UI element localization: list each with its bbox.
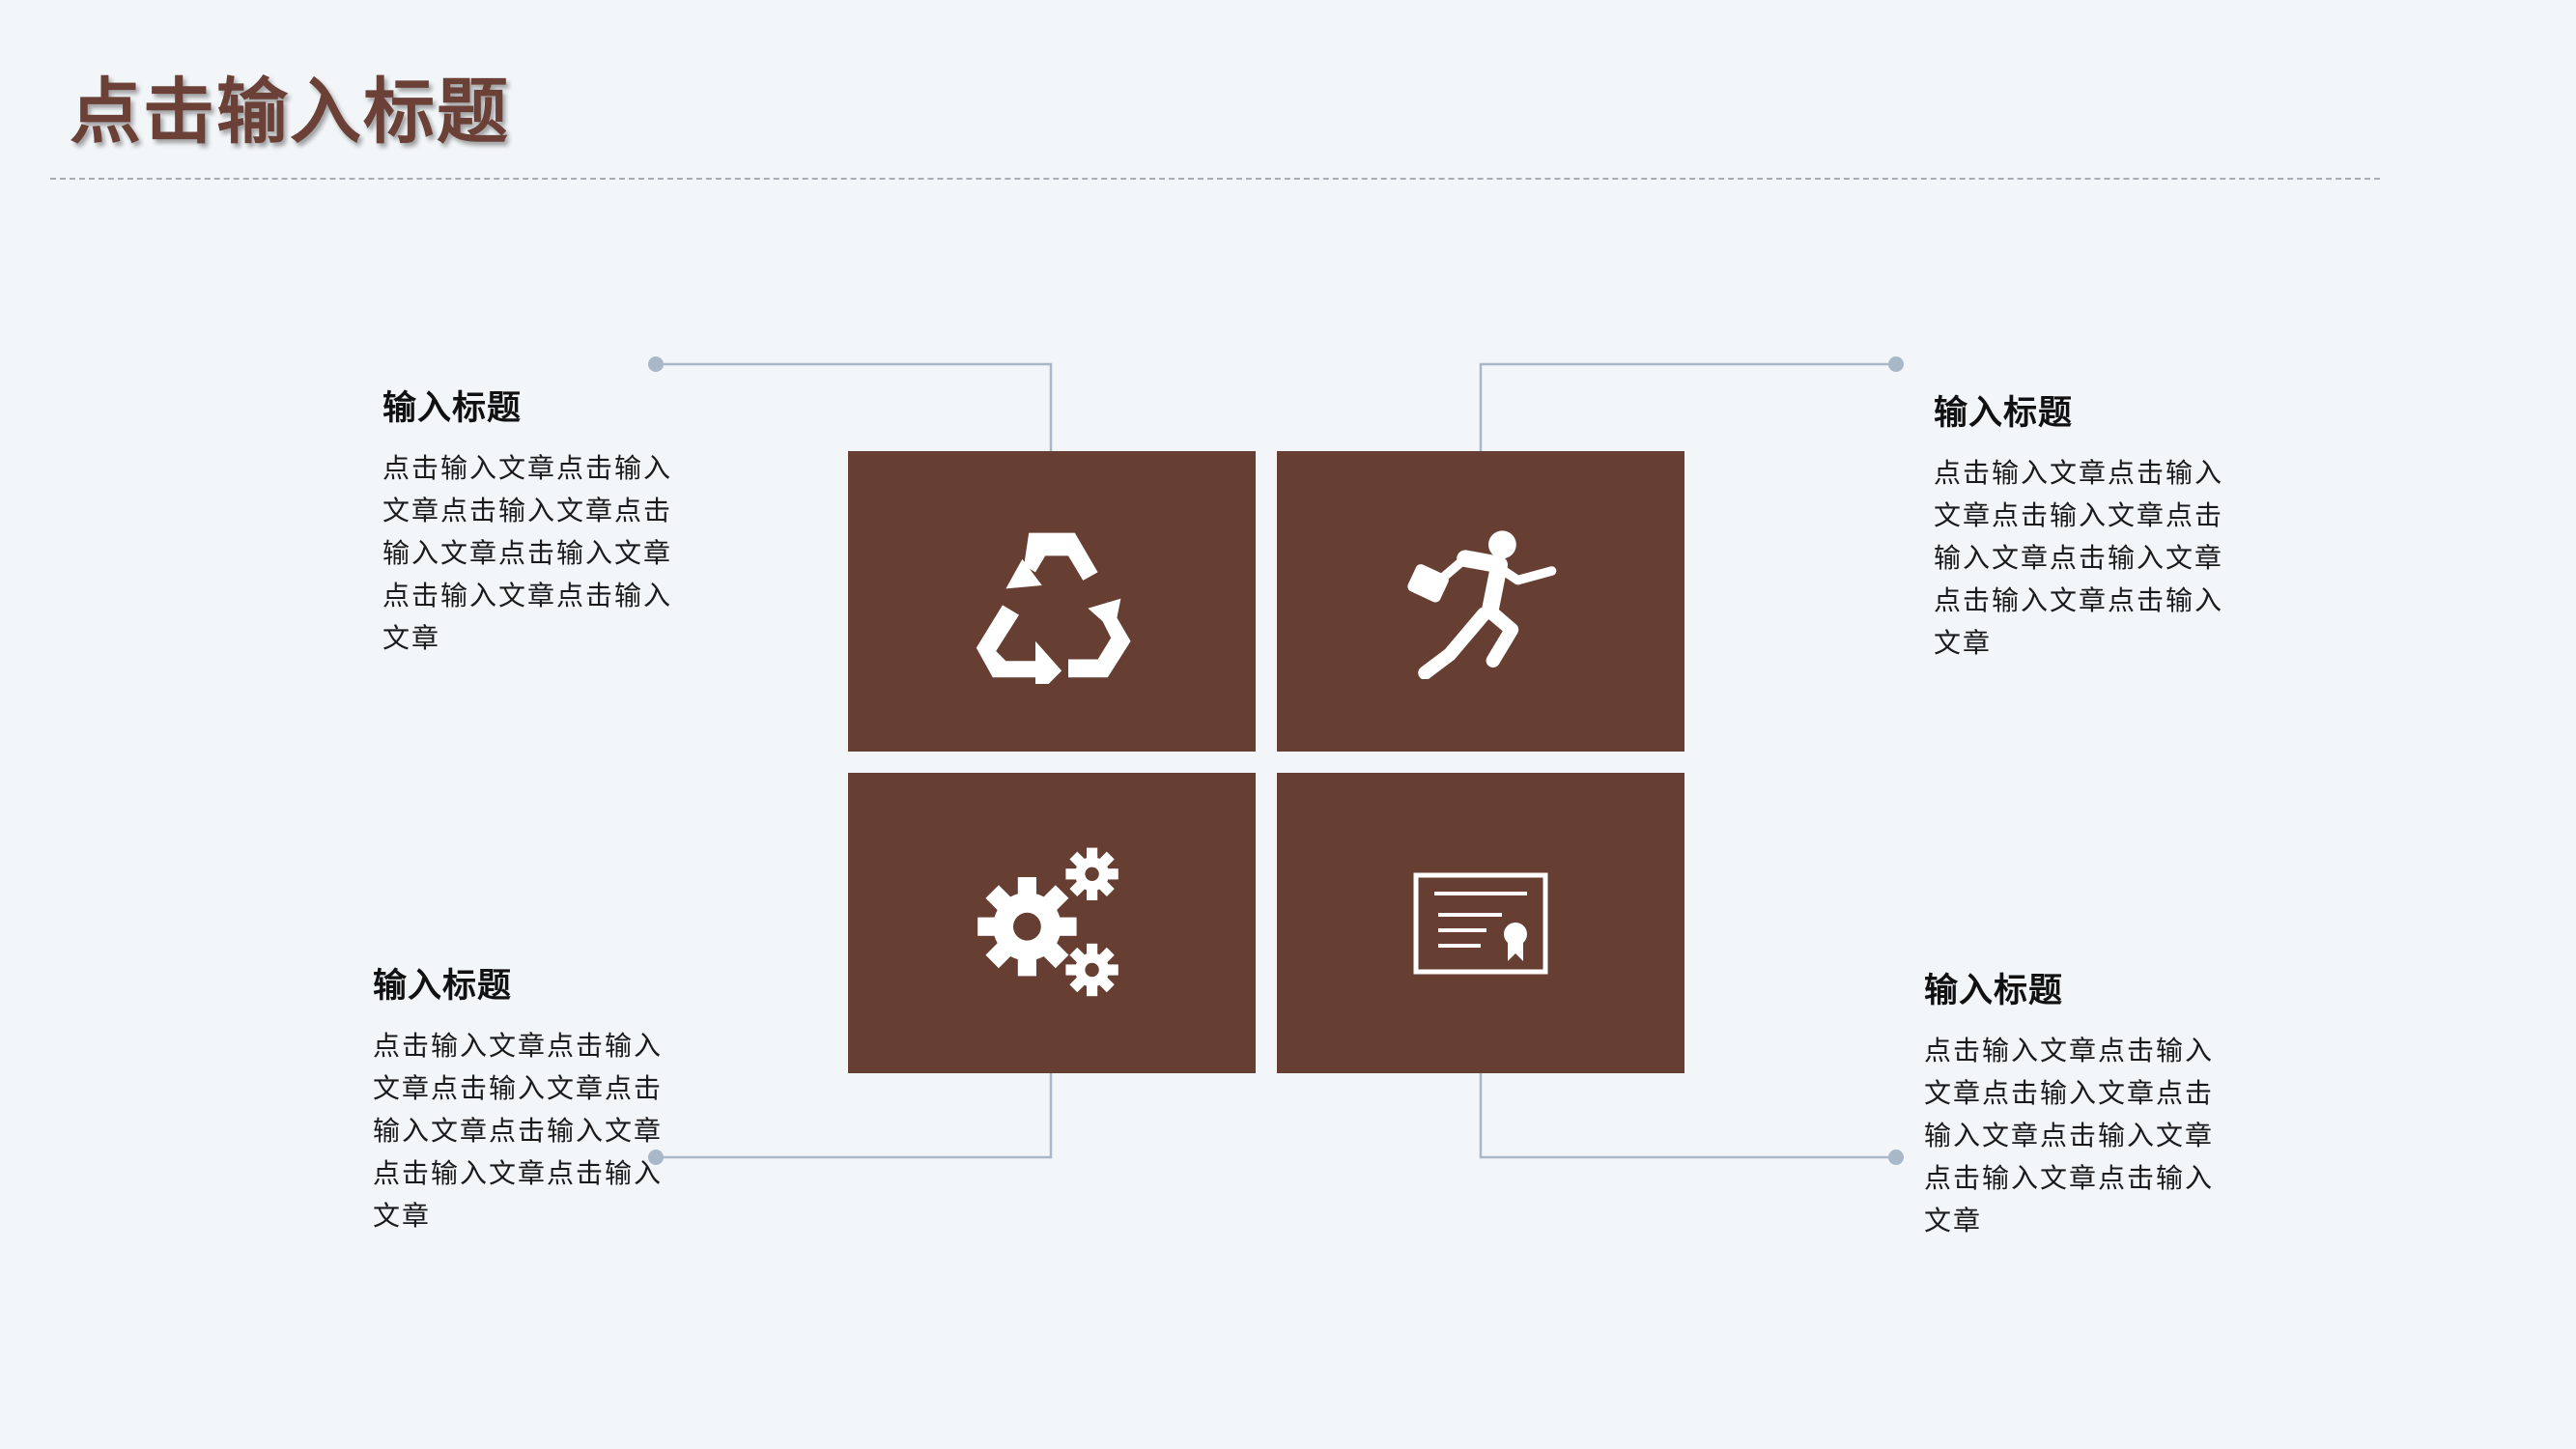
heading-bottom-left[interactable]: 输入标题 [373,967,513,1006]
title-divider [50,178,2380,180]
running-businessman-icon [1407,529,1557,679]
body-bottom-left[interactable]: 点击输入文章点击输入文章点击输入文章点击输入文章点击输入文章点击输入文章点击输入… [373,1030,664,1232]
body-top-left[interactable]: 点击输入文章点击输入文章点击输入文章点击输入文章点击输入文章点击输入文章点击输入… [382,452,673,654]
heading-top-right[interactable]: 输入标题 [1934,394,2074,433]
certificate-icon [1413,872,1548,974]
connector-top-right [1479,362,1896,451]
page-title[interactable]: 点击输入标题 [70,71,510,154]
connector-bottom-left [656,1072,1053,1159]
tile-gears[interactable] [848,773,1256,1073]
body-top-right[interactable]: 点击输入文章点击输入文章点击输入文章点击输入文章点击输入文章点击输入文章点击输入… [1934,457,2224,659]
connector-dot-top-right [1888,356,1904,372]
tile-certificate[interactable] [1277,773,1684,1073]
gears-icon [977,847,1118,996]
connector-top-left [656,362,1053,451]
body-bottom-right[interactable]: 点击输入文章点击输入文章点击输入文章点击输入文章点击输入文章点击输入文章点击输入… [1924,1035,2215,1236]
tile-recycle[interactable] [848,451,1256,752]
recycle-icon [976,532,1131,684]
tile-running[interactable] [1277,451,1684,752]
connector-bottom-right [1479,1072,1896,1159]
heading-top-left[interactable]: 输入标题 [382,389,523,428]
connector-dot-top-left [648,356,664,372]
heading-bottom-right[interactable]: 输入标题 [1924,972,2064,1010]
connector-dot-bottom-right [1888,1150,1904,1165]
